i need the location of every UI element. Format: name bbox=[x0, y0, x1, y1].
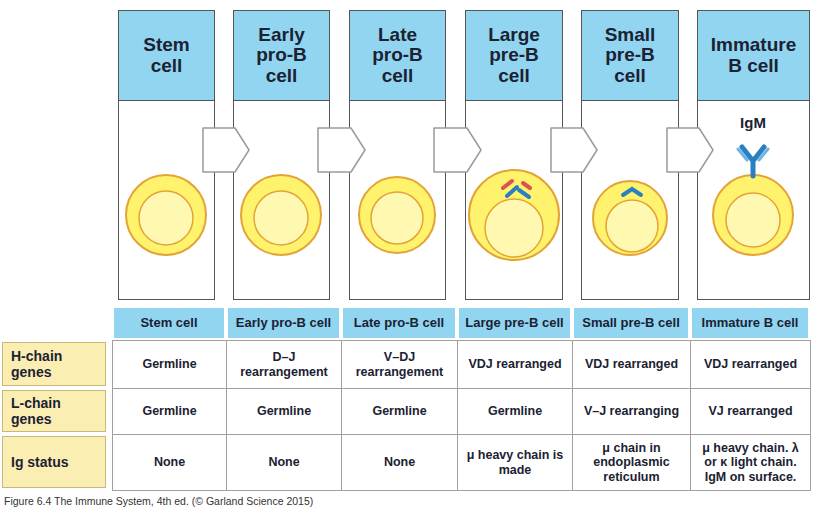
stage-arrow bbox=[203, 128, 249, 172]
stage-arrow bbox=[318, 128, 365, 172]
stage-title: Large pre-B cell bbox=[466, 11, 562, 101]
cell-nucleus bbox=[139, 191, 193, 245]
table-cell: Germline bbox=[341, 388, 458, 435]
mu-chain bbox=[507, 187, 517, 196]
table-cell: Germline bbox=[457, 388, 573, 435]
igm-antibody bbox=[742, 147, 764, 176]
table-cell: V–DJ rearrangement bbox=[341, 340, 458, 389]
table-cell: Germline bbox=[226, 388, 342, 435]
table-cell: None bbox=[226, 434, 342, 491]
cell-body bbox=[126, 175, 206, 255]
cell-nucleus bbox=[254, 191, 308, 245]
stage-panel: Early pro-B cell bbox=[233, 10, 330, 300]
stage-panel: Large pre-B cell bbox=[465, 10, 563, 300]
mu-chain bbox=[503, 181, 512, 188]
row-header: L-chain genes bbox=[2, 390, 106, 432]
stage-arrow bbox=[551, 128, 597, 172]
stage-panel: Late pro-B cell bbox=[349, 10, 446, 300]
cell-nucleus bbox=[371, 192, 423, 244]
stage-title: Stem cell bbox=[119, 11, 214, 101]
stage-panel: Immature B cell bbox=[697, 10, 810, 300]
cell-body bbox=[713, 175, 793, 255]
table-cell: Germline bbox=[112, 340, 227, 389]
cell-body bbox=[241, 175, 321, 255]
antibody-label: IgM bbox=[713, 113, 793, 133]
column-header: Early pro-B cell bbox=[228, 308, 339, 338]
stage-arrow bbox=[667, 128, 713, 172]
cell-body bbox=[469, 170, 559, 260]
table-cell: Germline bbox=[112, 388, 227, 435]
stage-title: Late pro-B cell bbox=[350, 11, 445, 101]
column-header: Small pre-B cell bbox=[574, 308, 688, 338]
mu-chain bbox=[523, 183, 530, 188]
figure-caption: Figure 6.4 The Immune System, 4th ed. (©… bbox=[4, 495, 313, 507]
table-cell: VDJ rearranged bbox=[690, 340, 811, 389]
stage-panel: Small pre-B cell bbox=[581, 10, 679, 300]
stage-panel: Stem cell bbox=[118, 10, 215, 300]
light-chain bbox=[738, 149, 768, 160]
column-header: Stem cell bbox=[114, 308, 224, 338]
cell-body bbox=[593, 181, 667, 255]
stage-arrow bbox=[434, 128, 481, 172]
table-cell: VDJ rearranged bbox=[457, 340, 573, 389]
stage-title: Immature B cell bbox=[698, 11, 809, 101]
cell-nucleus bbox=[726, 193, 780, 247]
table-cell: μ chain in endoplasmic reticulum bbox=[572, 434, 691, 491]
stage-title: Small pre-B cell bbox=[582, 11, 678, 101]
table-cell: None bbox=[112, 434, 227, 491]
table-cell: VJ rearranged bbox=[690, 388, 811, 435]
table-cell: μ heavy chain. λ or κ light chain. IgM o… bbox=[690, 434, 811, 491]
column-header: Immature B cell bbox=[692, 308, 808, 338]
table-cell: VDJ rearranged bbox=[572, 340, 691, 389]
cell-body bbox=[359, 177, 435, 253]
column-header: Late pro-B cell bbox=[343, 308, 455, 338]
cell-nucleus bbox=[606, 200, 658, 252]
table-cell: V–J rearranging bbox=[572, 388, 691, 435]
column-header: Large pre-B cell bbox=[459, 308, 570, 338]
cell-nucleus bbox=[485, 199, 543, 257]
table-cell: None bbox=[341, 434, 458, 491]
mu-chain bbox=[623, 189, 641, 195]
table-cell: D–J rearrangement bbox=[226, 340, 342, 389]
row-header: H-chain genes bbox=[2, 342, 106, 386]
table-cell: μ heavy chain is made bbox=[457, 434, 573, 491]
mu-chain bbox=[519, 190, 529, 197]
row-header: Ig status bbox=[2, 436, 106, 488]
stage-title: Early pro-B cell bbox=[234, 11, 329, 101]
